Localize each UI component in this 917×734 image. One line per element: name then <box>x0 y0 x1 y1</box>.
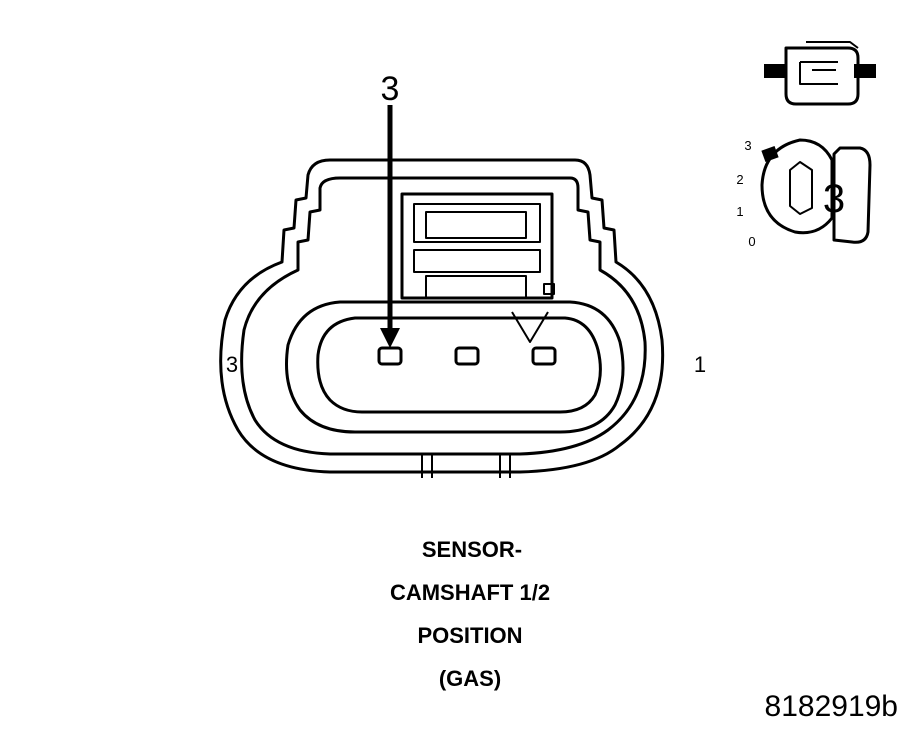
caption-line-1: SENSOR- <box>422 537 522 562</box>
key-scale-0: 0 <box>748 234 755 249</box>
terminal-cavity-3 <box>377 346 403 366</box>
connector-symbol-icon <box>764 41 876 106</box>
callout-label: 3 <box>381 70 400 108</box>
callout-arrow <box>380 105 400 348</box>
ignition-key-icon <box>760 138 872 244</box>
figure-id: 8182919b <box>765 690 898 723</box>
terminal-cavity-2 <box>454 346 480 366</box>
key-scale-1: 1 <box>736 204 743 219</box>
terminal-cavities <box>377 346 557 366</box>
caption-line-4: (GAS) <box>439 666 501 691</box>
key-position-value: 3 <box>823 177 845 221</box>
caption-line-2: CAMSHAFT 1/2 <box>390 580 550 605</box>
pin-label-right: 1 <box>694 352 706 377</box>
connector-housing <box>219 158 665 478</box>
connector-latch <box>400 192 555 343</box>
key-scale-2: 2 <box>736 172 743 187</box>
pin-label-left: 3 <box>226 352 238 377</box>
terminal-cavity-1 <box>531 346 557 366</box>
caption-line-3: POSITION <box>417 623 522 648</box>
connector-caption: SENSOR- CAMSHAFT 1/2 POSITION (GAS) <box>390 537 550 691</box>
key-scale-3: 3 <box>744 138 751 153</box>
